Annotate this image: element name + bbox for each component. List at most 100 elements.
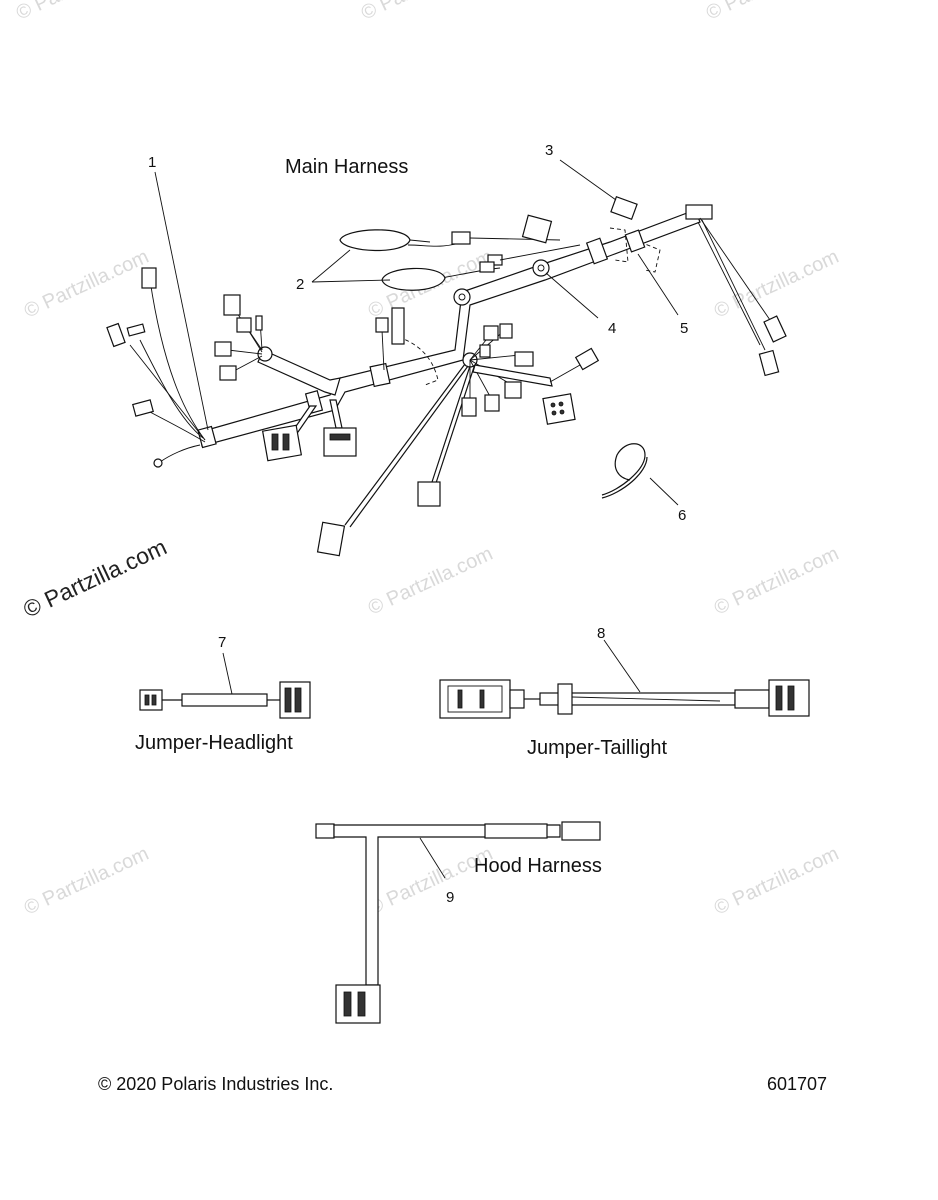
- main-harness-left-branch: [257, 349, 341, 396]
- connector: [316, 521, 346, 557]
- watermark: © Partzilla.com: [365, 543, 496, 620]
- fuse-holder: [339, 229, 411, 252]
- pin: [550, 402, 556, 408]
- grommet-inner: [458, 293, 466, 301]
- watermark: © Partzilla.com: [13, 0, 144, 25]
- connector-detail: [479, 689, 485, 709]
- leader-line-5: [637, 253, 679, 316]
- watermark: © Partzilla.com: [21, 246, 152, 323]
- leader-line-6: [649, 477, 679, 506]
- jumper-headlight: 7 Jumper-Headlight: [135, 634, 311, 754]
- connector: [521, 214, 553, 244]
- connector-detail: [271, 433, 279, 451]
- wire: [139, 339, 204, 439]
- jumper-taillight-title: Jumper-Taillight: [527, 737, 667, 759]
- large-connector: [261, 424, 303, 462]
- tape-wrap: [369, 362, 391, 388]
- watermark-layer: © Partzilla.com © Partzilla.com © Partzi…: [13, 0, 842, 920]
- leader-line-8: [603, 639, 641, 693]
- connector: [417, 481, 441, 507]
- callout-9: 9: [446, 889, 454, 906]
- wire: [227, 349, 263, 355]
- wire: [697, 221, 761, 346]
- wire: [344, 363, 466, 526]
- grommet-4: [532, 259, 550, 277]
- leader-line-7: [222, 652, 233, 695]
- callout-7: 7: [218, 634, 226, 651]
- wire: [149, 411, 206, 443]
- connector-detail: [787, 685, 795, 711]
- hood-harness: 9 Hood Harness: [315, 821, 602, 1024]
- callout-5: 5: [680, 320, 688, 337]
- connector-5: [624, 229, 646, 253]
- watermark: © Partzilla.com: [711, 543, 842, 620]
- branch: [472, 364, 553, 387]
- connector: [514, 351, 534, 367]
- collar: [734, 689, 770, 709]
- wire: [349, 365, 469, 528]
- leader-line-1: [154, 171, 209, 431]
- conduit: [181, 693, 268, 707]
- large-connector: [323, 427, 357, 457]
- grommet: [557, 683, 573, 715]
- connector-detail: [294, 687, 302, 713]
- callout-1: 1: [148, 154, 156, 171]
- connector-detail: [284, 687, 292, 713]
- connector-detail: [282, 433, 290, 451]
- connector: [219, 365, 237, 381]
- wire: [381, 329, 385, 371]
- leader-line-2: [311, 249, 351, 283]
- wire: [431, 365, 471, 483]
- ring-terminal: [153, 458, 163, 468]
- connector-detail: [447, 685, 503, 713]
- callout-4: 4: [608, 320, 616, 337]
- watermark: © Partzilla.com: [358, 0, 489, 25]
- wire: [699, 217, 771, 321]
- pin: [559, 409, 565, 415]
- watermark-prominent: © Partzilla.com: [19, 533, 170, 622]
- leader-line-3: [559, 159, 617, 201]
- copyright-text: © 2020 Polaris Industries Inc.: [98, 1074, 333, 1094]
- wire: [469, 354, 521, 361]
- connector: [132, 399, 154, 417]
- connector-detail: [357, 991, 366, 1017]
- connector-detail: [457, 689, 463, 709]
- wire: [549, 364, 581, 383]
- connector: [236, 317, 252, 333]
- collar: [509, 689, 525, 709]
- wire: [571, 696, 721, 702]
- pin: [558, 401, 564, 407]
- hood-harness-title: Hood Harness: [474, 855, 602, 877]
- watermark: © Partzilla.com: [21, 843, 152, 920]
- connector: [461, 397, 477, 417]
- wire: [231, 355, 263, 373]
- connector: [574, 347, 600, 371]
- fuse-holder: [381, 267, 446, 291]
- connector: [451, 231, 471, 245]
- connector-detail: [329, 433, 351, 441]
- connector-small: [315, 823, 335, 839]
- jumper-taillight: 8 Jumper-Taillight: [439, 625, 810, 759]
- branch: [329, 399, 343, 429]
- connector-3: [610, 195, 638, 221]
- connector: [479, 261, 495, 273]
- watermark: © Partzilla.com: [711, 246, 842, 323]
- dashed-bracket: [639, 241, 661, 273]
- cable-tie: [601, 443, 648, 499]
- connector: [763, 315, 787, 343]
- wire: [701, 219, 766, 351]
- wire: [159, 444, 201, 463]
- connector: [255, 315, 263, 331]
- dashed-bracket: [609, 227, 629, 263]
- leader-line-9: [419, 837, 446, 879]
- connector-detail: [775, 685, 783, 711]
- jumper-headlight-title: Jumper-Headlight: [135, 732, 293, 754]
- wire: [149, 279, 206, 441]
- connector: [483, 325, 499, 341]
- callout-3: 3: [545, 142, 553, 159]
- grommet-4-inner: [537, 264, 545, 272]
- callout-2: 2: [296, 276, 304, 293]
- main-harness-trunk: [199, 209, 701, 447]
- connector: [223, 294, 241, 316]
